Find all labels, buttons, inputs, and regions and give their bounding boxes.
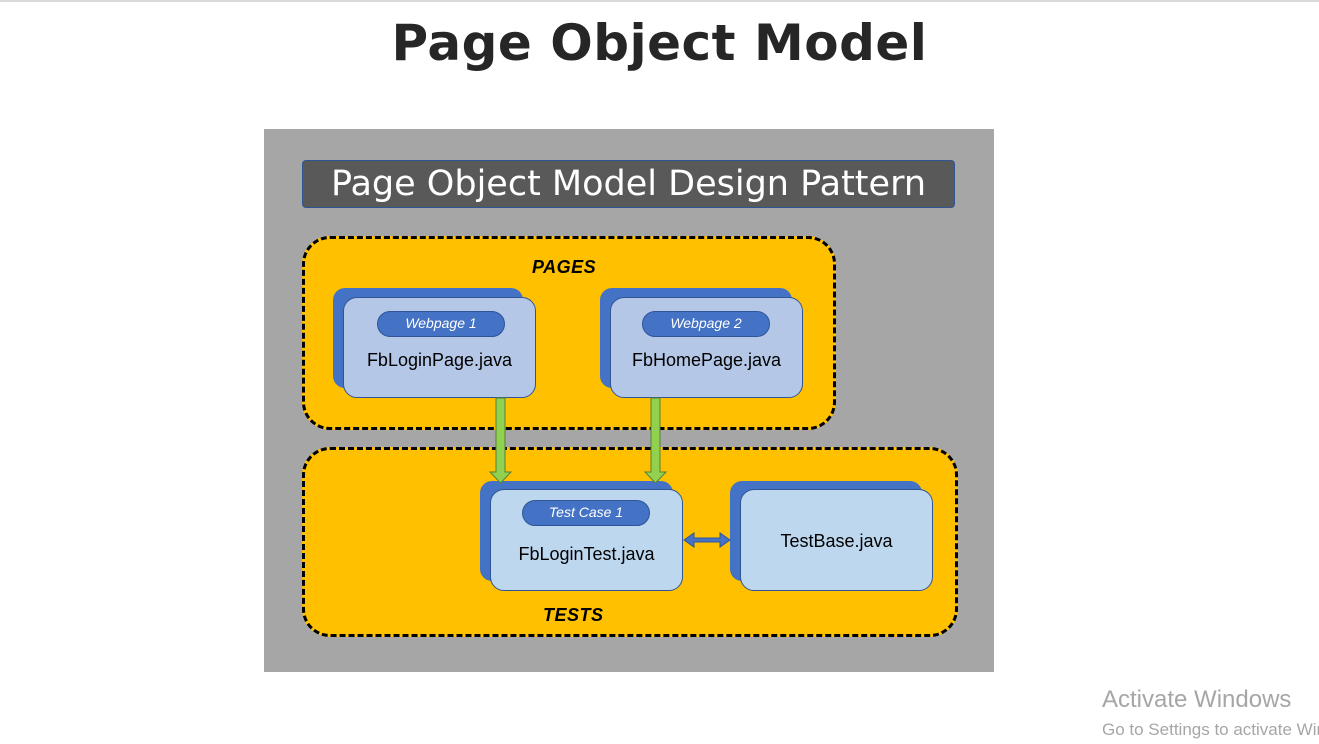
arrow-testcase1-testbase-bidirectional — [683, 532, 731, 548]
slide-title: Page Object Model — [391, 14, 928, 72]
arrow-webpage1-to-testcase1 — [488, 397, 513, 484]
webpage1-file: FbLoginPage.java — [366, 350, 513, 370]
arrow-webpage2-to-testcase1 — [643, 397, 668, 484]
testcase1-tag: Test Case 1 — [522, 500, 650, 526]
activate-windows-title: Activate Windows — [1102, 686, 1292, 713]
webpage1-card: Webpage 1 FbLoginPage.java — [343, 297, 536, 398]
activate-windows-subtitle: Go to Settings to activate Windows. — [1102, 720, 1319, 739]
webpage2-tag: Webpage 2 — [642, 311, 770, 337]
testbase-file: TestBase.java — [780, 531, 893, 551]
top-divider — [0, 0, 1319, 2]
testbase-card: TestBase.java — [740, 489, 933, 591]
webpage2-card: Webpage 2 FbHomePage.java — [610, 297, 803, 398]
diagram-banner: Page Object Model Design Pattern — [302, 160, 955, 208]
testcase1-file: FbLoginTest.java — [518, 544, 655, 564]
webpage2-file: FbHomePage.java — [631, 350, 782, 370]
webpage1-tag: Webpage 1 — [377, 311, 505, 337]
testcase1-card: Test Case 1 FbLoginTest.java — [490, 489, 683, 591]
tests-label: TESTS — [543, 605, 604, 625]
pages-label: PAGES — [532, 257, 597, 277]
